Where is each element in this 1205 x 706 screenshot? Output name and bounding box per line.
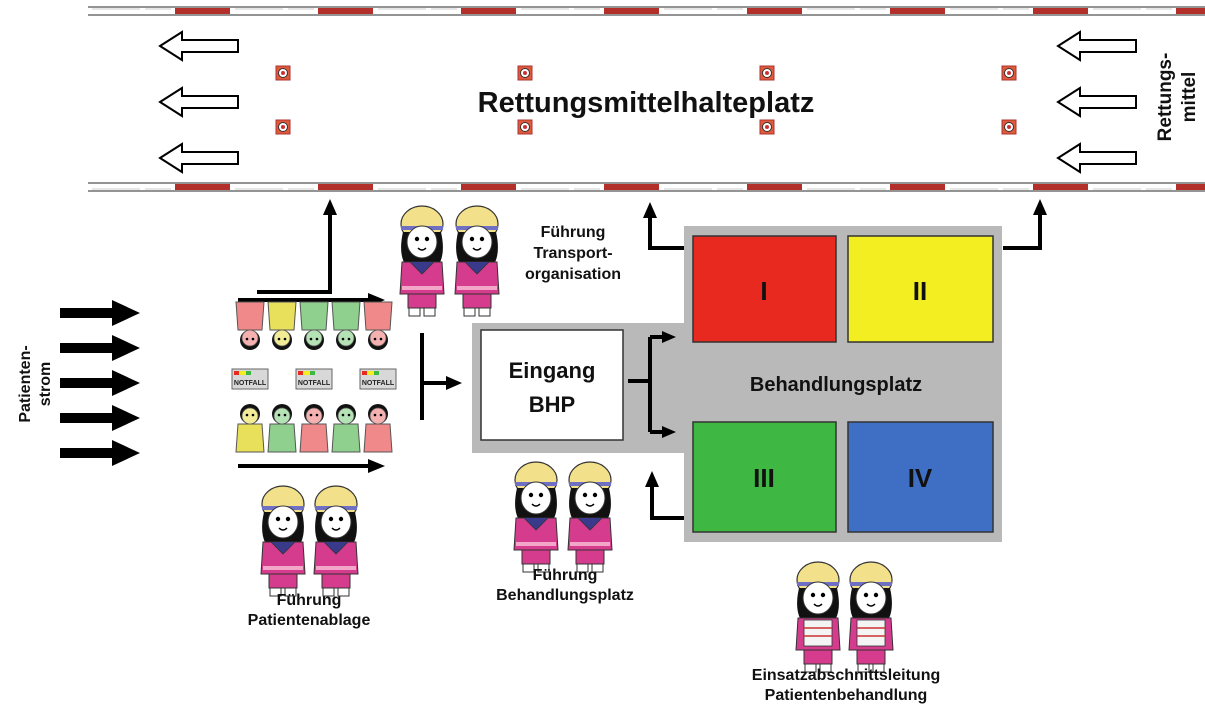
patient-figure-icon — [363, 404, 393, 453]
patient-flow-arrow-icon — [60, 370, 140, 396]
to-road-arrow-icon — [323, 199, 337, 215]
staff-section-lead: Einsatzabschnittsleitung Patientenbehand… — [752, 561, 940, 704]
treatment-area: Eingang BHP I II III IV Behandlungsplatz — [472, 226, 1002, 542]
emergency-sign-icon: NOTFALL — [231, 368, 269, 390]
lead-figure-icon — [848, 561, 894, 673]
staff-figure-icon — [399, 205, 445, 317]
patient-figure-icon — [363, 301, 393, 350]
entrance-label-line1: Eingang — [509, 358, 596, 383]
emergency-signs: NOTFALL NOTFALL NOTFALL — [231, 368, 397, 390]
emergency-sign-icon: NOTFALL — [295, 368, 333, 390]
treatment-lead-label-line2: Behandlungsplatz — [496, 587, 634, 604]
staff-figure-icon — [454, 205, 500, 317]
patient-flow-arrow-icon — [60, 300, 140, 326]
lead-figure-icon — [795, 561, 841, 673]
section-IV-label: IV — [908, 463, 933, 493]
vehicles-label-line1: Rettungs- — [1155, 53, 1176, 142]
patient-flow: Patienten- strom — [17, 300, 140, 466]
staff-figure-icon — [567, 461, 613, 573]
section-I-box — [692, 235, 837, 343]
treatment-area-title: Behandlungsplatz — [750, 374, 922, 396]
emergency-sign-label: NOTFALL — [298, 380, 331, 387]
transport-label-line1: Führung — [541, 224, 606, 241]
transport-out-arrow-icon — [643, 202, 657, 218]
patient-figure-icon — [235, 301, 265, 350]
treatment-lead-label-line1: Führung — [533, 567, 598, 584]
parking-spot-icon — [1001, 119, 1017, 135]
patients-lying-top-row — [235, 301, 393, 350]
patients-lying-bottom-row — [235, 404, 393, 453]
patient-figure-icon — [331, 301, 361, 350]
patient-flow-arrow-icon — [60, 405, 140, 431]
section-lead-label-line1: Einsatzabschnittsleitung — [752, 667, 940, 684]
parking-spot-icon — [517, 119, 533, 135]
staff-figure-icon — [513, 461, 559, 573]
parking-spot-icon — [1001, 65, 1017, 81]
road-surface — [88, 7, 1205, 195]
patient-flow-arrow-icon — [60, 335, 140, 361]
emergency-sign-label: NOTFALL — [234, 380, 267, 387]
section-II-box — [847, 235, 994, 343]
patient-figure-icon — [299, 404, 329, 453]
patient-flow-label-line2: strom — [37, 362, 54, 406]
patient-figure-icon — [267, 404, 297, 453]
road-edge-bottom — [88, 184, 1205, 190]
patient-flow-arrow-icon — [60, 440, 140, 466]
emergency-sign-label: NOTFALL — [362, 380, 395, 387]
to-section-III-arrow-icon — [662, 426, 676, 438]
patient-flow-label-line1: Patienten- — [17, 345, 34, 422]
section-III-box — [692, 421, 837, 533]
entrance-label-line2: BHP — [529, 392, 575, 417]
staff-treatment-area: Führung Behandlungsplatz — [496, 461, 634, 604]
road: Rettungsmittelhalteplatz Rettungs- mitte… — [88, 6, 1205, 195]
section-I-label: I — [760, 276, 767, 306]
section-lead-label-line2: Patientenbehandlung — [765, 687, 928, 704]
parking-spot-icon — [517, 65, 533, 81]
patient-figure-icon — [235, 404, 265, 453]
patient-figure-icon — [299, 301, 329, 350]
patient-drop-label-line1: Führung — [277, 592, 342, 609]
vehicles-label-line2: mittel — [1179, 72, 1200, 123]
road-edge-top — [88, 8, 1205, 14]
transport-label-line2: Transport- — [533, 245, 612, 262]
transport-label-line3: organisation — [525, 266, 621, 283]
staff-figure-icon — [260, 485, 306, 597]
parking-spot-icon — [275, 65, 291, 81]
section-III-return-arrow-icon — [645, 471, 659, 487]
staff-transport-organisation: Führung Transport- organisation — [399, 205, 621, 317]
staff-figure-icon — [313, 485, 359, 597]
entrance-box — [480, 329, 624, 441]
section-IV-box — [847, 421, 994, 533]
parking-spot-icon — [275, 119, 291, 135]
patient-figure-icon — [331, 404, 361, 453]
staff-patient-drop: Führung Patientenablage — [248, 485, 371, 629]
to-section-I-arrow-icon — [662, 331, 676, 343]
section-III-label: III — [753, 463, 775, 493]
patient-drop-area: NOTFALL NOTFALL NOTFALL — [231, 293, 397, 473]
section-II-label: II — [913, 276, 927, 306]
transport-out-arrow-icon — [1033, 199, 1047, 215]
road-title: Rettungsmittelhalteplatz — [478, 87, 815, 119]
parking-spot-icon — [759, 119, 775, 135]
to-entrance-arrow-icon — [446, 376, 462, 390]
emergency-sign-icon: NOTFALL — [359, 368, 397, 390]
patient-drop-label-line2: Patientenablage — [248, 612, 371, 629]
parking-spot-icon — [759, 65, 775, 81]
patient-figure-icon — [267, 301, 297, 350]
